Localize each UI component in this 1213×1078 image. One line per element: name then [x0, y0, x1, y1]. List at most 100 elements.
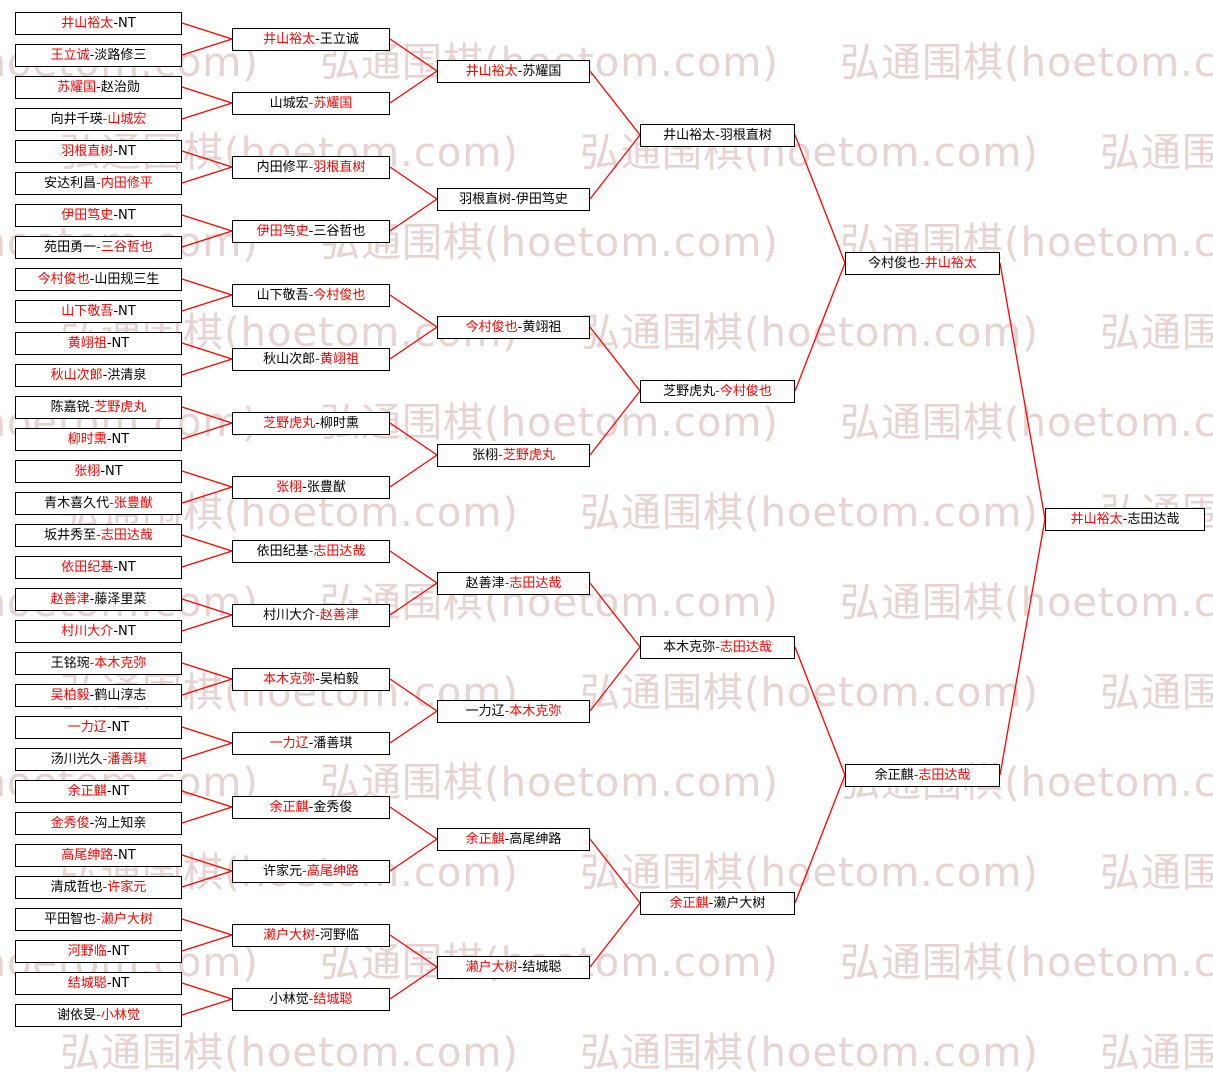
match-round1-30[interactable]: 河野临-NT — [15, 939, 182, 963]
player-2: 志田达哉 — [1127, 511, 1180, 527]
connector-line — [181, 806, 233, 824]
match-round2-7[interactable]: 芝野虎丸-柳时熏 — [232, 411, 390, 435]
separator: - — [308, 223, 314, 239]
connector-line — [181, 614, 233, 632]
match-round2-6[interactable]: 秋山次郎-黄翊祖 — [232, 347, 390, 371]
match-round2-3[interactable]: 内田修平-羽根直树 — [232, 155, 390, 179]
player-1: 伊田笃史 — [61, 207, 114, 223]
match-round2-11[interactable]: 本木克弥-吴柏毅 — [232, 667, 390, 691]
separator: - — [113, 303, 119, 319]
connector-line — [999, 262, 1046, 520]
player-1: 余正麒 — [269, 799, 309, 815]
separator: - — [96, 175, 101, 191]
match-round1-31[interactable]: 结城聪-NT — [15, 971, 182, 995]
match-round3-3[interactable]: 今村俊也-黄翊祖 — [437, 315, 590, 339]
connector-line — [589, 902, 641, 968]
match-round1-4[interactable]: 向井千瑛-山城宏 — [15, 107, 182, 131]
match-round2-4[interactable]: 伊田笃史-三谷哲也 — [232, 219, 390, 243]
separator: - — [113, 143, 119, 159]
match-quarterfinal-2[interactable]: 芝野虎丸-今村俊也 — [640, 379, 795, 403]
match-round1-2[interactable]: 王立诚-淡路修三 — [15, 43, 182, 67]
match-round1-28[interactable]: 清成哲也-许家元 — [15, 875, 182, 899]
player-2: 内田修平 — [100, 175, 153, 191]
match-round1-12[interactable]: 秋山次郎-洪清泉 — [15, 363, 182, 387]
player-2: 潘善琪 — [313, 735, 353, 751]
match-round2-16[interactable]: 小林觉-结城聪 — [232, 987, 390, 1011]
match-quarterfinal-1[interactable]: 井山裕太-羽根直树 — [640, 123, 795, 147]
match-round2-12[interactable]: 一力辽-潘善琪 — [232, 731, 390, 755]
match-round1-5[interactable]: 羽根直树-NT — [15, 139, 182, 163]
separator: - — [102, 879, 108, 895]
match-round3-4[interactable]: 张栩-芝野虎丸 — [437, 443, 590, 467]
match-round2-10[interactable]: 村川大介-赵善津 — [232, 603, 390, 627]
separator: - — [102, 367, 108, 383]
player-1: 山下敬吾 — [61, 303, 114, 319]
match-round1-15[interactable]: 张栩-NT — [15, 459, 182, 483]
connector-line — [389, 934, 438, 968]
match-round1-29[interactable]: 平田智也-濑户大树 — [15, 907, 182, 931]
match-round1-10[interactable]: 山下敬吾-NT — [15, 299, 182, 323]
match-round1-19[interactable]: 赵善津-藤泽里菜 — [15, 587, 182, 611]
match-round2-9[interactable]: 依田纪基-志田达哉 — [232, 539, 390, 563]
match-round3-2[interactable]: 羽根直树-伊田笃史 — [437, 187, 590, 211]
connector-line — [794, 134, 846, 264]
match-round1-27[interactable]: 高尾绅路-NT — [15, 843, 182, 867]
match-round1-6[interactable]: 安达利昌-内田修平 — [15, 171, 182, 195]
match-round3-8[interactable]: 濑户大树-结城聪 — [437, 955, 590, 979]
match-round1-17[interactable]: 坂井秀至-志田达哉 — [15, 523, 182, 547]
match-round1-26[interactable]: 金秀俊-沟上知亲 — [15, 811, 182, 835]
match-round3-6[interactable]: 一力辽-本木克弥 — [437, 699, 590, 723]
match-round1-24[interactable]: 汤川光久-潘善琪 — [15, 747, 182, 771]
match-quarterfinal-3[interactable]: 本木克弥-志田达哉 — [640, 635, 795, 659]
match-round1-13[interactable]: 陈嘉锐-芝野虎丸 — [15, 395, 182, 419]
match-round2-13[interactable]: 余正麒-金秀俊 — [232, 795, 390, 819]
player-1: 苏耀国 — [57, 79, 97, 95]
player-1: 今村俊也 — [465, 319, 518, 335]
connector-line — [389, 294, 438, 328]
match-round1-25[interactable]: 余正麒-NT — [15, 779, 182, 803]
player-2: 河野临 — [319, 927, 359, 943]
player-1: 一力辽 — [269, 735, 309, 751]
match-round1-3[interactable]: 苏耀国-赵治勋 — [15, 75, 182, 99]
match-round1-14[interactable]: 柳时熏-NT — [15, 427, 182, 451]
match-round1-20[interactable]: 村川大介-NT — [15, 619, 182, 643]
match-round2-14[interactable]: 许家元-高尾绅路 — [232, 859, 390, 883]
connector-line — [181, 870, 233, 888]
player-1: 一力辽 — [67, 719, 107, 735]
match-round2-8[interactable]: 张栩-张豊猷 — [232, 475, 390, 499]
player-1: 一力辽 — [465, 703, 505, 719]
match-semifinal-2[interactable]: 余正麒-志田达哉 — [845, 763, 1000, 787]
match-quarterfinal-4[interactable]: 余正麒-濑户大树 — [640, 891, 795, 915]
player-2: 高尾绅路 — [509, 831, 562, 847]
separator: - — [96, 527, 101, 543]
match-final-1[interactable]: 井山裕太-志田达哉 — [1045, 507, 1205, 531]
match-round1-32[interactable]: 谢依旻-小林觉 — [15, 1003, 182, 1027]
watermark-text: 弘通围棋(hoetom.com) — [840, 400, 1213, 446]
player-1: 濑户大树 — [465, 959, 518, 975]
match-round1-8[interactable]: 苑田勇一-三谷哲也 — [15, 235, 182, 259]
player-1: 结城聪 — [67, 975, 107, 991]
match-round2-2[interactable]: 山城宏-苏耀国 — [232, 91, 390, 115]
connector-line — [589, 134, 641, 200]
match-round2-5[interactable]: 山下敬吾-今村俊也 — [232, 283, 390, 307]
match-round1-16[interactable]: 青木喜久代-张豊猷 — [15, 491, 182, 515]
match-round1-22[interactable]: 吴柏毅-鹤山淳志 — [15, 683, 182, 707]
player-2: 高尾绅路 — [306, 863, 359, 879]
match-round3-1[interactable]: 井山裕太-苏耀国 — [437, 59, 590, 83]
match-round1-9[interactable]: 今村俊也-山田规三生 — [15, 267, 182, 291]
match-round1-18[interactable]: 依田纪基-NT — [15, 555, 182, 579]
match-round3-7[interactable]: 余正麒-高尾绅路 — [437, 827, 590, 851]
player-1: 芝野虎丸 — [263, 415, 316, 431]
match-round2-15[interactable]: 濑户大树-河野临 — [232, 923, 390, 947]
match-round1-7[interactable]: 伊田笃史-NT — [15, 203, 182, 227]
match-round1-11[interactable]: 黄翊祖-NT — [15, 331, 182, 355]
match-semifinal-1[interactable]: 今村俊也-井山裕太 — [845, 251, 1000, 275]
match-round1-21[interactable]: 王铭琬-本木克弥 — [15, 651, 182, 675]
match-round3-5[interactable]: 赵善津-志田达哉 — [437, 571, 590, 595]
match-round1-23[interactable]: 一力辽-NT — [15, 715, 182, 739]
connector-line — [181, 982, 233, 1000]
match-round2-1[interactable]: 井山裕太-王立诚 — [232, 27, 390, 51]
player-2: NT — [118, 207, 136, 223]
connector-line — [389, 550, 438, 584]
match-round1-1[interactable]: 井山裕太-NT — [15, 11, 182, 35]
